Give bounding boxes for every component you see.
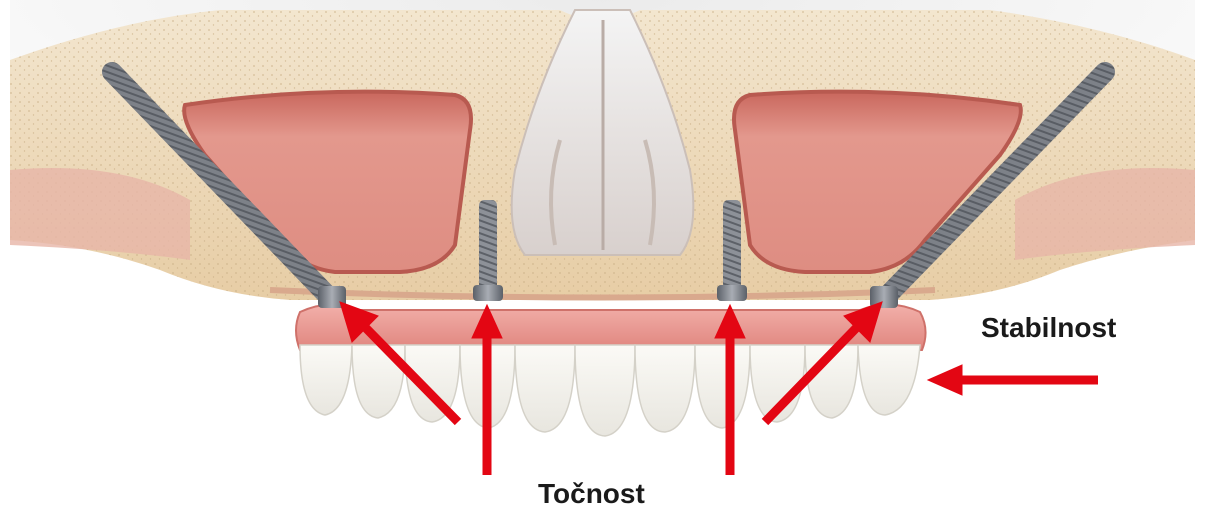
stability-label: Stabilnost [981, 312, 1116, 344]
gum-bridge [296, 304, 926, 350]
accuracy-label: Točnost [538, 478, 645, 510]
